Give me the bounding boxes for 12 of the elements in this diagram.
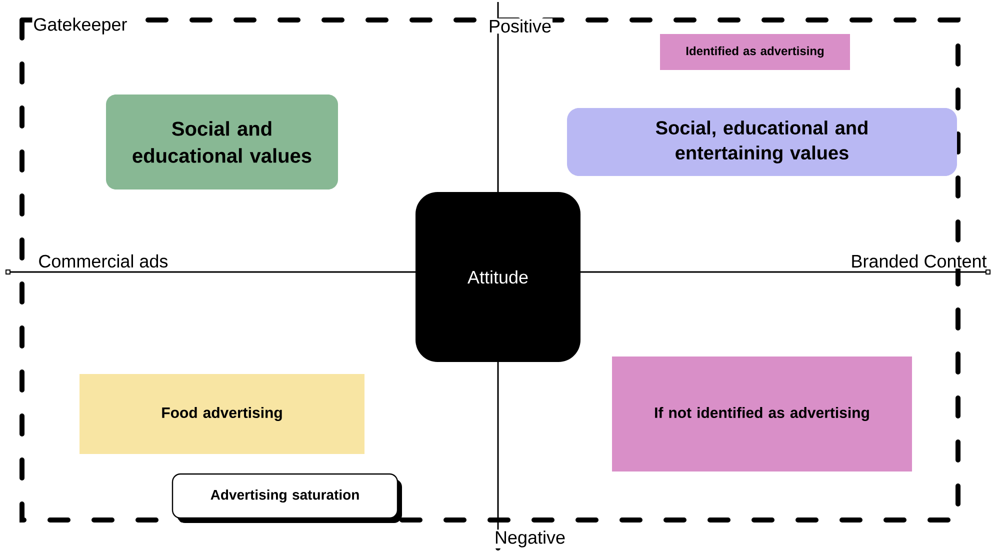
highlight-box: Food advertising	[80, 374, 364, 454]
rounded-box: Social, educational and entertaining values	[567, 108, 957, 176]
rounded-box: Advertising saturation	[172, 473, 402, 523]
axis-label: Branded Content	[850, 253, 988, 269]
rounded-box: Social and educational values	[106, 94, 338, 190]
highlight-box: If not identified as advertising	[612, 356, 912, 472]
highlight-box: Identified as advertising	[660, 34, 850, 70]
axis-label: Negative	[493, 530, 567, 548]
axis-label: Positive	[488, 18, 553, 34]
center-box: Attitude	[416, 192, 580, 362]
axis-label: Commercial ads	[37, 253, 170, 269]
axis-label: Gatekeeper	[32, 16, 128, 36]
